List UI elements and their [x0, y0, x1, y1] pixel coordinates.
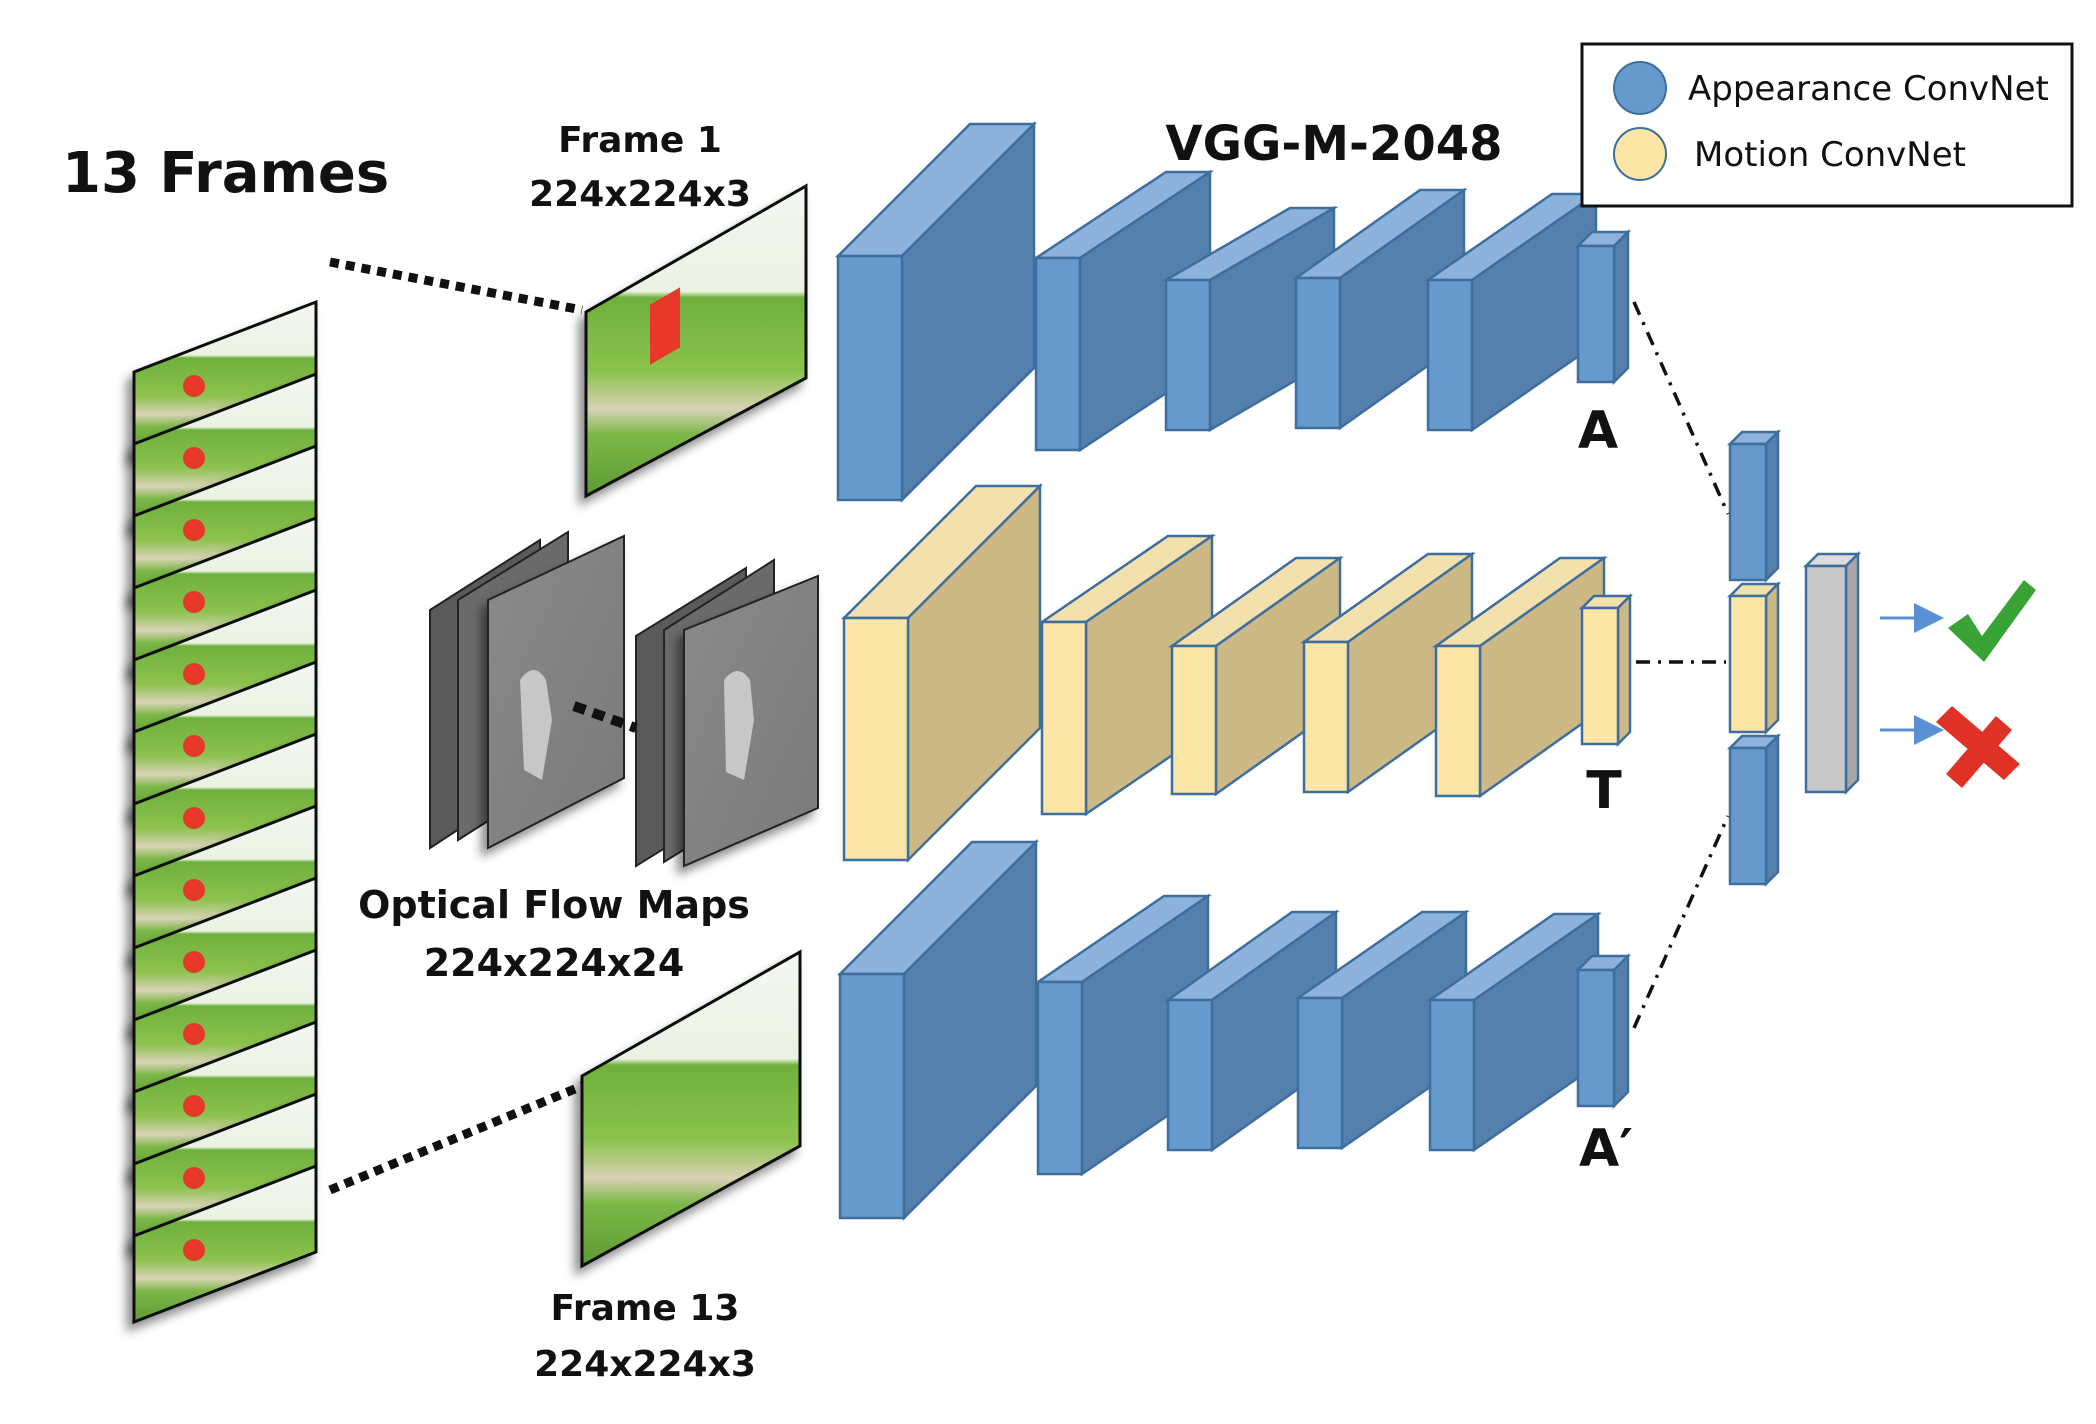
- motion-fc: [1578, 592, 1634, 748]
- legend-label-motion: Motion ConvNet: [1694, 135, 1966, 175]
- fusion-connector-bottom: [1632, 815, 1730, 1029]
- appearance-conv-block-bottom: [1294, 909, 1470, 1151]
- frame13-image: [580, 949, 802, 1269]
- motion-conv-block: [840, 482, 1044, 864]
- checkmark-icon: [1948, 580, 2036, 662]
- stream-label-top: A: [1578, 401, 1618, 461]
- frames-title: 13 Frames: [62, 141, 389, 206]
- appearance-conv-block-bottom: [1164, 909, 1340, 1153]
- stream-label-bottom: A′: [1579, 1119, 1633, 1179]
- flow-dims: 224x224x24: [424, 941, 685, 985]
- legend-box: [1580, 42, 2074, 208]
- appearance-conv-block-bottom: [836, 838, 1040, 1222]
- optical-flow-group-2: [635, 558, 819, 868]
- frame1-image: [584, 183, 808, 499]
- stream-label-middle: T: [1586, 761, 1622, 821]
- legend-swatch-motion: [1613, 127, 1667, 181]
- appearance-fc-top: [1574, 228, 1632, 386]
- fusion-connector-top: [1632, 301, 1730, 515]
- fusion-appearance-a: [1726, 428, 1782, 584]
- frame1-name: Frame 1: [558, 120, 722, 161]
- appearance-fc-bottom: [1574, 952, 1632, 1110]
- appearance-conv-block-top: [834, 120, 1038, 504]
- optical-flow-group-1: [429, 530, 625, 850]
- motion-conv-block: [1300, 551, 1476, 795]
- connector-frame13: [328, 1081, 584, 1195]
- fusion-motion-t: [1726, 580, 1782, 736]
- legend-label-appearance: Appearance ConvNet: [1688, 69, 2049, 109]
- fusion-appearance-a-prime: [1726, 732, 1782, 888]
- motion-conv-block: [1432, 555, 1608, 799]
- legend: Appearance ConvNet Motion ConvNet: [1580, 42, 2074, 208]
- appearance-conv-block-top: [1292, 187, 1468, 431]
- connector-frame1: [329, 257, 583, 315]
- stack-frame: [132, 1163, 318, 1325]
- connector-flow: [572, 701, 638, 733]
- network-title: VGG-M-2048: [1165, 116, 1502, 172]
- frame13-name: Frame 13: [551, 1288, 740, 1329]
- frame-stack: [132, 299, 318, 1325]
- cross-icon: [1936, 706, 2020, 788]
- legend-swatch-appearance: [1613, 61, 1667, 115]
- appearance-conv-block-top: [1424, 191, 1600, 433]
- fusion-output-layer: [1802, 550, 1862, 796]
- conv-blocks: [834, 120, 1862, 1222]
- frame1-dims: 224x224x3: [529, 174, 751, 215]
- appearance-conv-block-bottom: [1426, 911, 1602, 1153]
- frame13-dims: 224x224x3: [534, 1344, 756, 1385]
- flow-name: Optical Flow Maps: [358, 883, 750, 927]
